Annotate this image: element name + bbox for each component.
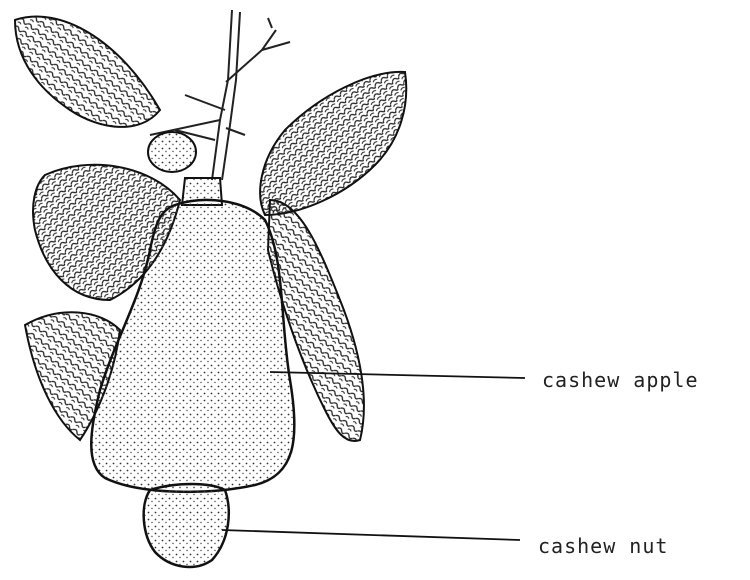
cashew-nut-shape bbox=[144, 484, 229, 567]
bud bbox=[148, 132, 196, 172]
nut-leader-line bbox=[222, 530, 520, 540]
label-cashew-nut: cashew nut bbox=[538, 534, 668, 558]
leaf-right-upper bbox=[260, 72, 406, 215]
label-cashew-apple: cashew apple bbox=[542, 368, 699, 392]
leaf-upper-left bbox=[15, 17, 160, 127]
